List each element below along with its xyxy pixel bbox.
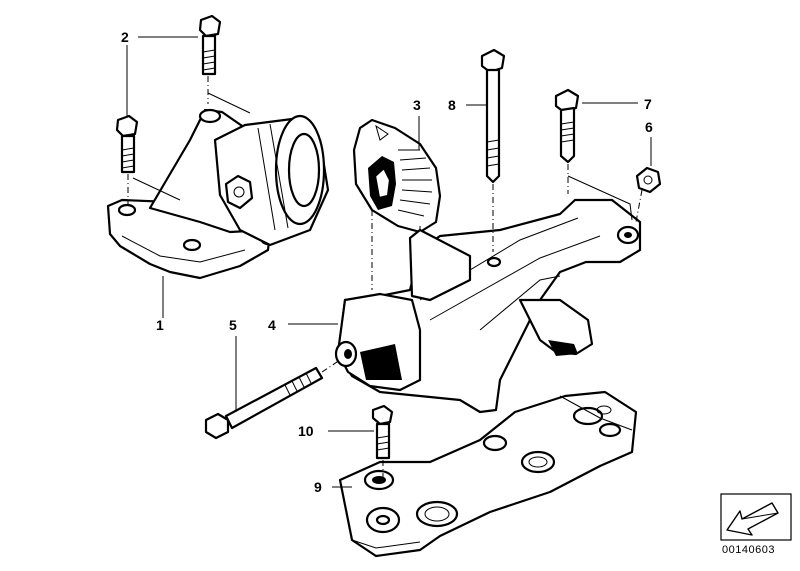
long-bolt-part-8 [480,48,506,184]
support-arm-part-4 [334,198,642,414]
lower-plate-part-9 [338,390,638,558]
callout-6: 6 [645,119,653,135]
leader-bolt-7-frame [567,175,633,221]
engine-mount-part-1 [106,92,330,280]
direction-arrow-icon [720,493,792,541]
bolt-part-2-upper [198,14,222,76]
callout-7: 7 [644,96,652,112]
callout-9: 9 [314,479,322,495]
bolt-part-10 [371,404,394,460]
reference-number: 00140603 [722,544,775,556]
callout-1: 1 [156,317,164,333]
bolt-part-7 [554,88,580,164]
callout-4: 4 [268,317,276,333]
callout-8: 8 [448,97,456,113]
heat-shield-part-3 [352,118,442,234]
axis-line-nut-6 [635,189,643,223]
nut-part-6 [635,166,662,194]
callout-10: 10 [298,423,314,439]
callout-5: 5 [229,317,237,333]
callout-3: 3 [413,97,421,113]
bolt-part-2-lower [115,114,139,174]
long-bolt-part-5 [204,366,324,440]
callout-2: 2 [121,29,129,45]
axis-line-bolt-5 [321,359,341,373]
